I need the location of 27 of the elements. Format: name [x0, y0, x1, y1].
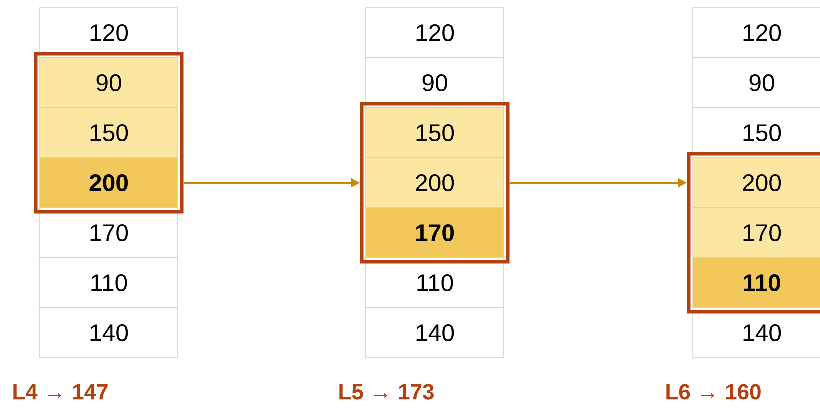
table-cell: 200	[40, 158, 178, 208]
table-cell: 90	[40, 58, 178, 108]
table-cell: 200	[692, 158, 820, 208]
table-cell: 90	[366, 58, 504, 108]
window-frame	[687, 152, 820, 314]
table-cell: 120	[692, 8, 820, 58]
table-cell: 120	[366, 8, 504, 58]
table-cell: 150	[692, 108, 820, 158]
table-cell: 200	[366, 158, 504, 208]
result-label: L6 → 160	[666, 384, 761, 400]
window-frame	[360, 102, 510, 264]
table-cell: 170	[366, 208, 504, 258]
table-cell: 170	[40, 208, 178, 258]
table-cell: 110	[40, 258, 178, 308]
window-frame	[34, 52, 184, 214]
table-cell: 140	[366, 308, 504, 358]
table-cell: 140	[40, 308, 178, 358]
table-cell: 90	[692, 58, 820, 108]
table-cell: 150	[40, 108, 178, 158]
table-cell: 110	[692, 258, 820, 308]
table-cell: 120	[40, 8, 178, 58]
result-label: L5 → 173	[340, 384, 434, 400]
table-cell: 110	[366, 258, 504, 308]
table-cell: 140	[692, 308, 820, 358]
table-cell: 170	[692, 208, 820, 258]
table-cell: 150	[366, 108, 504, 158]
result-label: L4 → 147	[14, 384, 108, 400]
